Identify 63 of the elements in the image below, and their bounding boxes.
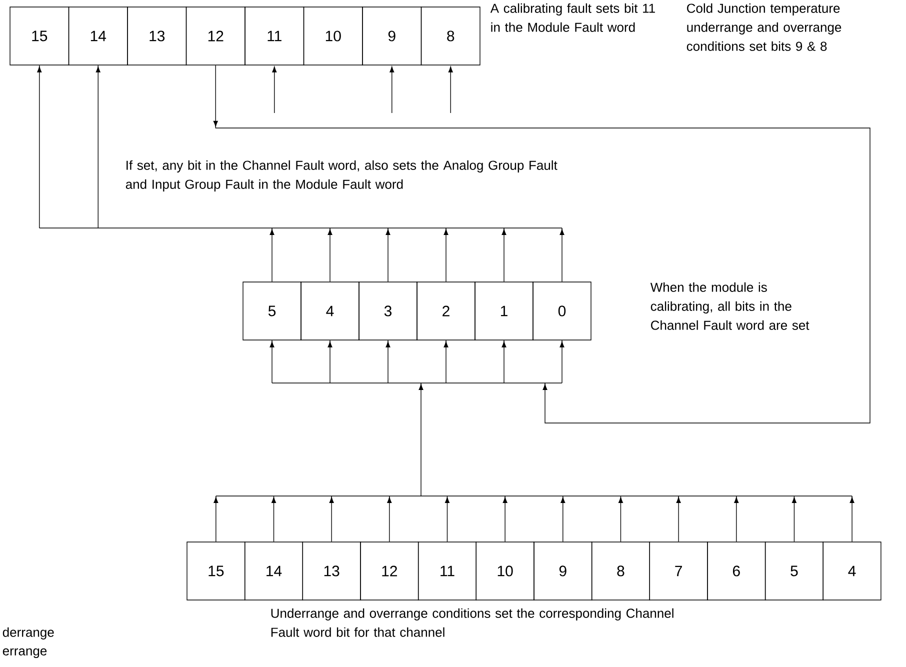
- note-text: derrange: [2, 627, 54, 640]
- bit-cell: 11: [244, 6, 304, 66]
- arrow: [560, 228, 564, 282]
- arrow: [444, 496, 450, 542]
- bit-cell: 4: [300, 282, 360, 340]
- bit-cell: 4: [822, 542, 882, 600]
- note-text: When the module is calibrating, all bits in the Channel Fault word are set: [650, 282, 810, 330]
- arrow: [560, 496, 566, 542]
- arrow: [502, 496, 508, 542]
- bit-cell: 12: [360, 542, 419, 600]
- arrow: [792, 496, 796, 542]
- arrow: [328, 228, 332, 282]
- bit-cell: 5: [764, 542, 824, 600]
- bit-cell: 10: [303, 6, 363, 66]
- bit-cell: 13: [127, 6, 187, 66]
- arrow: [734, 496, 739, 542]
- bit-cell: 9: [534, 542, 592, 600]
- bit-cell: 15: [10, 6, 70, 66]
- arrow: [272, 496, 276, 542]
- arrow: [850, 496, 854, 542]
- arrow: [328, 340, 332, 384]
- note-text: Underrange and overrange conditions set the corresponding Channel Fault word bit for that channel: [271, 608, 674, 637]
- arrow: [329, 496, 334, 542]
- arrow: [387, 496, 392, 542]
- arrow: [272, 66, 277, 114]
- bit-cell: 8: [420, 6, 480, 66]
- arrow: [390, 66, 394, 114]
- bit-cell: 2: [416, 282, 476, 340]
- arrow: [502, 228, 506, 282]
- bit-cell: 3: [358, 282, 418, 340]
- bit-cell: 9: [362, 6, 422, 66]
- arrow: [214, 496, 218, 542]
- bit-cell: 5: [242, 282, 302, 340]
- note-text: If set, any bit in the Channel Fault word, also sets the Analog Group Fault and Input Group Fault in the Module Fault word: [126, 160, 558, 192]
- bit-cell: 0: [532, 282, 592, 340]
- arrow: [213, 65, 870, 424]
- bit-cell: 13: [302, 542, 361, 600]
- note-text: errange: [2, 648, 47, 658]
- bit-cell: 12: [186, 6, 246, 66]
- arrow: [270, 340, 274, 384]
- arrow: [216, 382, 852, 496]
- arrow: [270, 228, 274, 282]
- arrow: [618, 496, 623, 542]
- bit-cell: 6: [707, 542, 766, 600]
- arrow: [560, 340, 564, 384]
- arrow: [96, 65, 100, 228]
- arrow: [448, 66, 453, 114]
- bit-cell: 7: [649, 542, 708, 600]
- arrow: [502, 340, 506, 384]
- bit-cell: 10: [476, 542, 534, 600]
- bit-cell: 1: [474, 282, 534, 340]
- bit-cell: 8: [591, 542, 650, 600]
- bit-cell: 15: [186, 542, 246, 600]
- arrow: [444, 228, 448, 282]
- bit-cell: 14: [244, 542, 304, 600]
- bit-cell: 11: [418, 542, 477, 600]
- arrow: [386, 340, 390, 384]
- arrow: [444, 340, 448, 384]
- arrow: [37, 65, 42, 228]
- arrow: [386, 228, 390, 282]
- bit-cell: 14: [68, 6, 128, 66]
- arrow: [676, 496, 681, 542]
- note-text: Cold Junction temperature underrange and overrange conditions set bits 9 & 8: [686, 3, 842, 51]
